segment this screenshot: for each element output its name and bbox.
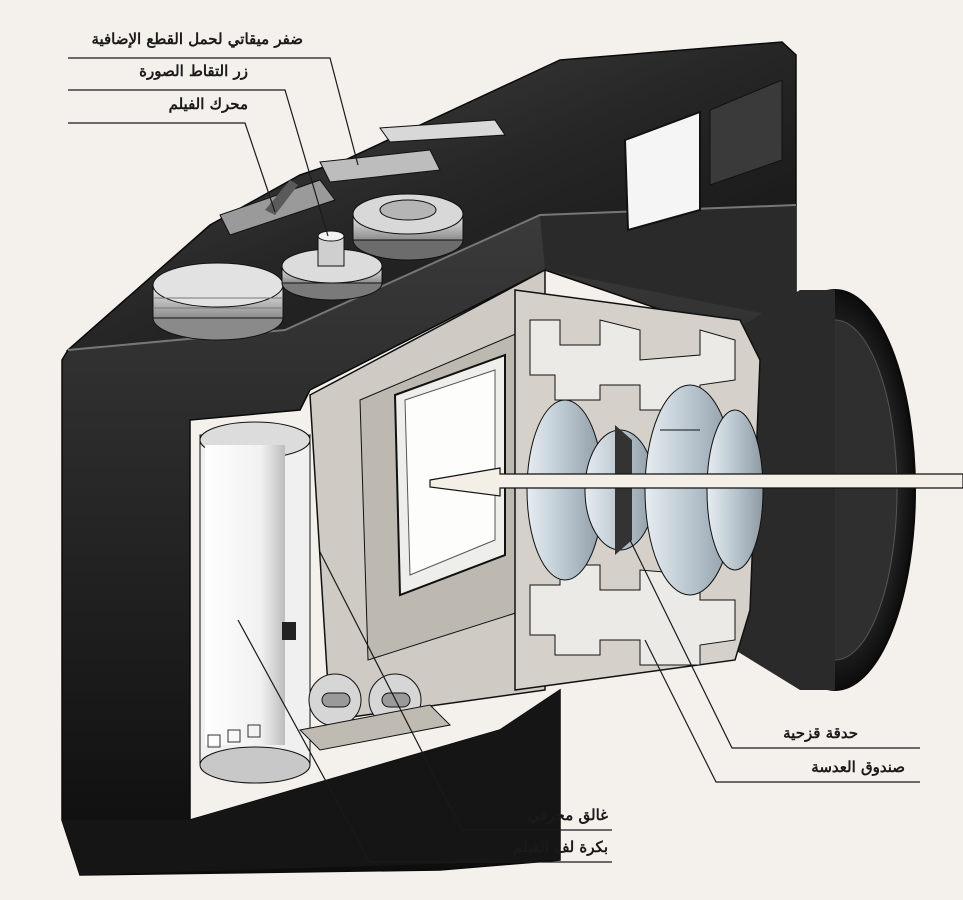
- lens-assembly: [514, 289, 916, 691]
- iris-blades: [615, 425, 632, 555]
- leader-focal-plane-shutter: [319, 551, 612, 831]
- label-lens-barrel: صندوق العدسة: [811, 758, 905, 776]
- viewfinder-window: [623, 79, 783, 232]
- label-film-spool: بكرة لف الفيلم: [513, 838, 608, 856]
- label-iris-diaphragm: حدقة قزحية: [783, 724, 858, 742]
- label-film-advance: محرك الفيلم: [168, 95, 248, 113]
- rewind-knob: [152, 262, 284, 341]
- leader-film-spool: [237, 619, 612, 863]
- film-perforation: [282, 622, 296, 640]
- leader-lines: [68, 57, 920, 863]
- leader-iris: [629, 539, 920, 749]
- label-flash-shoe: ضفر ميقاتي لحمل القطع الإضافية: [91, 30, 303, 48]
- take-up-spools: [298, 673, 452, 751]
- optical-axis-arrow: [429, 467, 963, 497]
- leader-flash-shoe: [68, 57, 359, 166]
- shutter-button-dial: [281, 230, 383, 301]
- right-end-panel: [540, 205, 796, 320]
- interior-cutaway: [309, 268, 546, 721]
- leader-shutter-button: [68, 89, 329, 237]
- leader-lens-barrel: [644, 639, 920, 783]
- bottom-plate: [62, 690, 560, 875]
- label-shutter-button: زر التقاط الصورة: [139, 62, 248, 80]
- leader-film-advance: [68, 122, 276, 213]
- accessory-shoe: [319, 119, 506, 183]
- shutter-speed-dial: [352, 193, 464, 261]
- label-focal-plane-shutter: غالق محرقي: [527, 806, 608, 824]
- film-canister: [199, 421, 311, 784]
